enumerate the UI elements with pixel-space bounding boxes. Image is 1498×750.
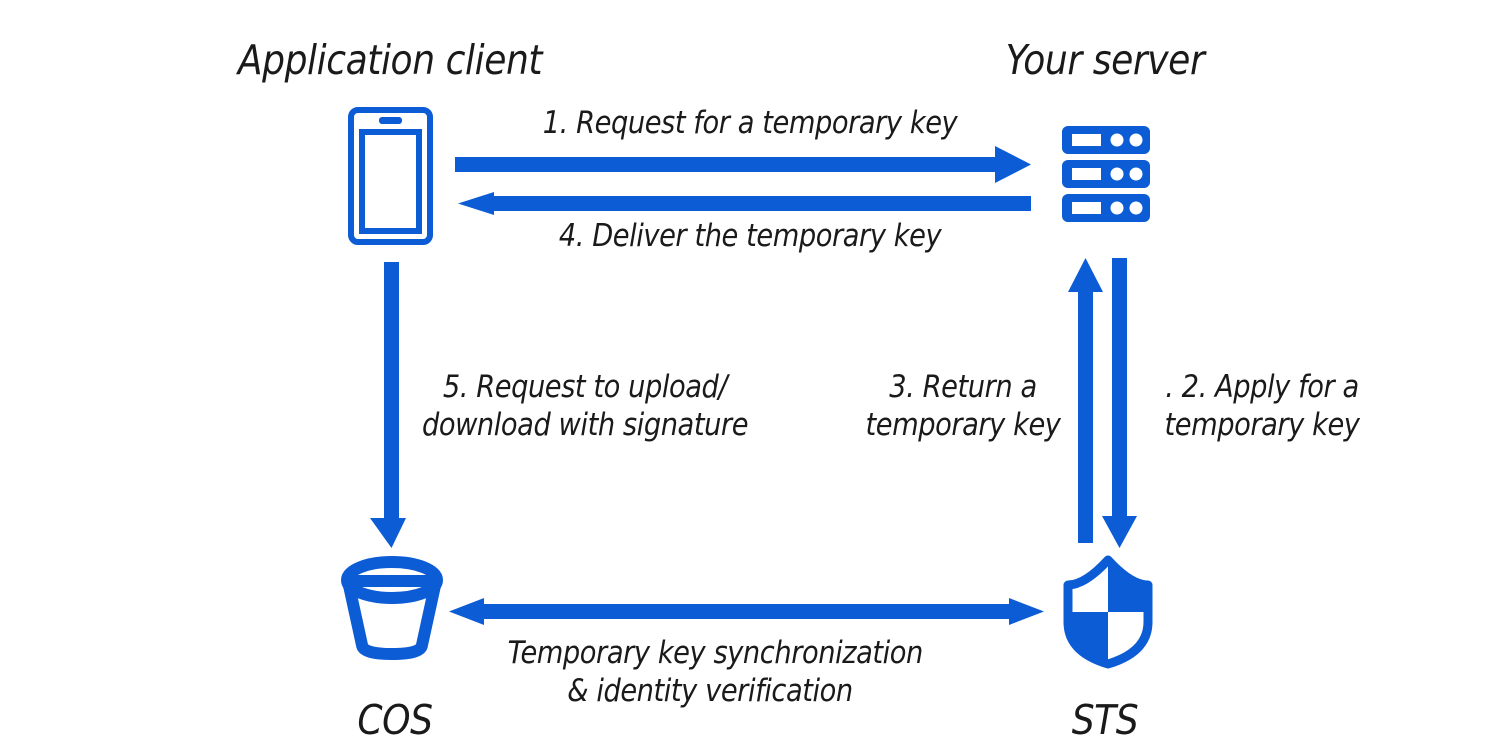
arrow-step5 bbox=[370, 262, 406, 548]
mobile-phone-icon bbox=[348, 107, 433, 245]
server-rack-icon bbox=[1062, 126, 1150, 222]
edge-label-step4: 4. Deliver the temporary key bbox=[558, 218, 942, 254]
arrow-step3 bbox=[1068, 258, 1103, 543]
edge-label-step3: 3. Return a temporary key bbox=[865, 369, 1061, 443]
node-title-your-server: Your server bbox=[1005, 36, 1205, 84]
arrow-step2 bbox=[1102, 258, 1137, 548]
node-title-application-client: Application client bbox=[237, 36, 543, 84]
edge-label-step2: . 2. Apply for a temporary key bbox=[1164, 369, 1360, 443]
arrow-sync bbox=[449, 598, 1044, 625]
edge-label-sync: Temporary key synchronization & identity… bbox=[507, 635, 924, 709]
arrow-step1 bbox=[455, 146, 1031, 183]
node-caption-cos: COS bbox=[357, 696, 433, 744]
bucket-icon bbox=[341, 556, 443, 660]
edge-label-step5: 5. Request to upload/ download with sign… bbox=[421, 369, 749, 443]
node-caption-sts: STS bbox=[1071, 696, 1139, 744]
arrow-step4 bbox=[458, 192, 1031, 215]
edge-label-step1: 1. Request for a temporary key bbox=[542, 105, 958, 141]
shield-icon bbox=[1063, 555, 1153, 669]
